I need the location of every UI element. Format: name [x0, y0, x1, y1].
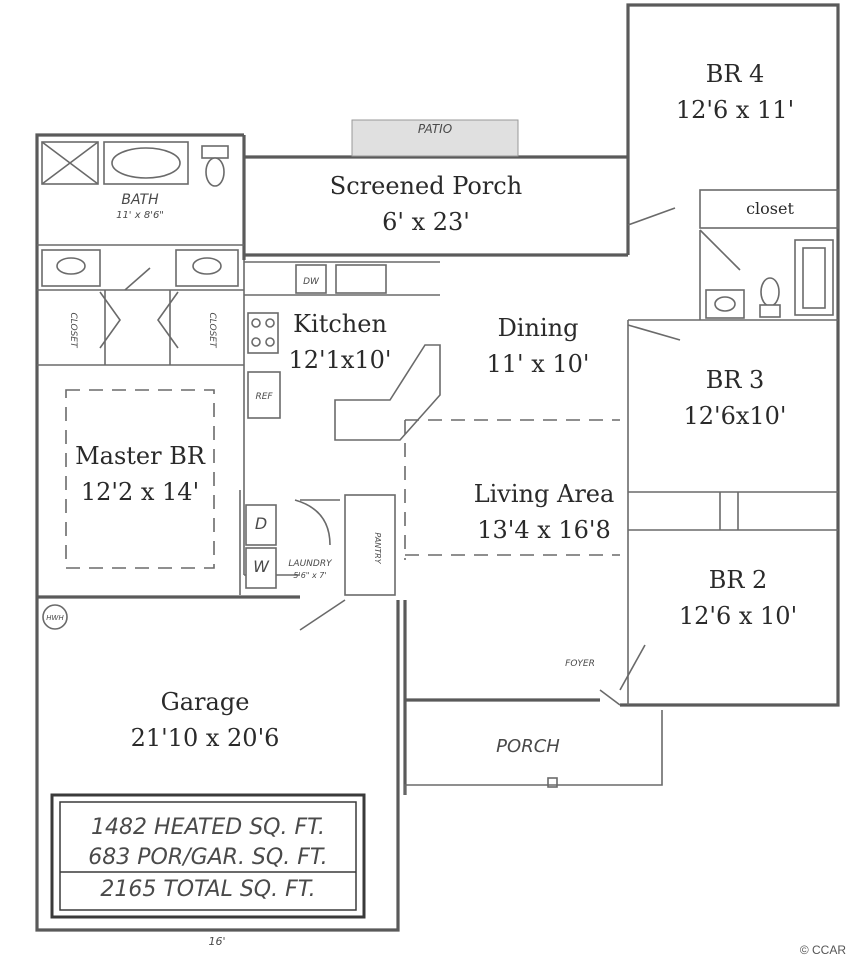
closet-right-label: CLOSET — [207, 312, 217, 349]
foyer-label: FOYER — [565, 659, 595, 669]
porch-outline — [404, 710, 663, 795]
master-wing-walls — [35, 133, 400, 932]
living-name: Living Area — [474, 480, 615, 508]
porch-post — [547, 777, 558, 788]
dishwasher — [295, 264, 327, 294]
br4-closet-outline — [699, 189, 839, 229]
sink-right-icon — [192, 257, 222, 275]
summary-heated: 1482 HEATED SQ. FT. — [91, 815, 325, 840]
closet-left-label: CLOSET — [68, 312, 78, 349]
garage-name: Garage — [161, 688, 250, 716]
living-size: 13'4 x 16'8 — [477, 516, 611, 544]
master-name: Master BR — [75, 442, 206, 470]
washer-label: W — [253, 557, 270, 576]
toilet-tank-icon — [201, 145, 229, 159]
ref-label: REF — [255, 392, 273, 402]
water-heater-label: HWH — [46, 614, 64, 622]
summary-total: 2165 TOTAL SQ. FT. — [100, 877, 315, 902]
water-heater-icon — [42, 604, 68, 630]
right-wing-walls — [620, 320, 840, 707]
br4-closet-label: closet — [746, 199, 794, 218]
br3-size: 12'6x10' — [683, 402, 786, 430]
stove-icon — [247, 312, 279, 354]
toilet-icon — [205, 157, 225, 187]
laundry-size: 5'6" x 7' — [293, 571, 326, 580]
br2-size: 12'6 x 10' — [679, 602, 797, 630]
summary-box — [50, 793, 366, 919]
br4-wing-walls — [626, 3, 840, 320]
kitchen-island — [334, 344, 441, 441]
refrigerator — [247, 371, 281, 419]
summary-porch-garage: 683 POR/GAR. SQ. FT. — [88, 845, 327, 870]
screened-porch-size: 6' x 23' — [382, 208, 470, 236]
br4-name: BR 4 — [706, 60, 765, 88]
laundry-label: LAUNDRY — [288, 559, 333, 569]
kitchen-name: Kitchen — [293, 310, 387, 338]
dining-size: 11' x 10' — [486, 350, 589, 378]
garage-size: 21'10 x 20'6 — [131, 724, 280, 752]
master-bed-outline — [65, 389, 215, 569]
vanity-right — [175, 249, 239, 287]
pantry-label: PANTRY — [373, 532, 382, 564]
bath-size: 11' x 8'6" — [116, 210, 164, 221]
watermark: © CCAR — [800, 943, 847, 957]
screened-porch-name: Screened Porch — [330, 172, 522, 200]
master-size: 12'2 x 14' — [81, 478, 199, 506]
bath2-toilet-icon — [760, 277, 780, 307]
kitchen-size: 12'1x10' — [288, 346, 391, 374]
porch-label: PORCH — [496, 736, 560, 757]
patio-pad — [351, 119, 519, 157]
dryer — [245, 504, 277, 546]
bath-label: BATH — [121, 192, 159, 208]
sink-left-icon — [56, 257, 86, 275]
garage-width-label: 16' — [208, 935, 225, 948]
dryer-label: D — [255, 514, 267, 533]
dw-label: DW — [303, 277, 320, 287]
kitchen-sink-icon — [335, 264, 387, 294]
br2-name: BR 2 — [709, 566, 768, 594]
br3-name: BR 3 — [706, 366, 765, 394]
patio-label: PATIO — [418, 122, 452, 136]
dining-name: Dining — [498, 314, 579, 342]
pantry-outline — [344, 494, 396, 596]
washer — [245, 547, 277, 589]
br4-size: 12'6 x 11' — [676, 96, 794, 124]
